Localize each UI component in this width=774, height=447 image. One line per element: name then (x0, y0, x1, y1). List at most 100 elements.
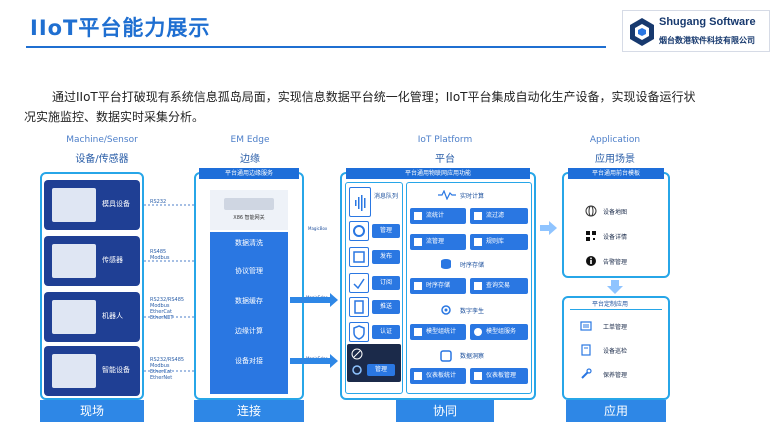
auth-icon[interactable] (349, 322, 369, 342)
stream-manage-icon (414, 238, 422, 246)
device-card-robot[interactable]: 机器人 (44, 292, 140, 342)
app-down-arrow (607, 280, 623, 294)
stream-stats-icon (414, 212, 422, 220)
protocol-label: RS232 (150, 199, 167, 205)
gateway-box: X86 智能网关 (210, 190, 288, 230)
device-label: 机器人 (102, 312, 123, 320)
protocol-label: RS232/RS485 Modbus EtherCat EtherNet (150, 357, 185, 381)
mq-group (345, 182, 403, 394)
dashboard-manage-button[interactable]: 仪表板管理 (470, 368, 528, 384)
gateway-device-image (224, 198, 274, 210)
insight-icon (440, 350, 452, 362)
app-work-order[interactable]: 工单管理 (603, 324, 628, 331)
push-button[interactable]: 推送 (372, 300, 400, 314)
intro-paragraph: 通过IIoT平台打破现有系统信息孤岛局面，实现信息数据平台统一化管理；IIoT平… (24, 90, 696, 124)
app-maintenance[interactable]: 保养管理 (603, 372, 628, 379)
footer-label-connect: 连接 (194, 400, 304, 422)
manage-panel-dark: 管理 (347, 344, 401, 382)
stream-manage-button[interactable]: 流管理 (410, 234, 466, 250)
stream-stats-button[interactable]: 流统计 (410, 208, 466, 224)
message-queue-label: 消息队列 (374, 193, 399, 200)
platform-column-zh: 平台 (435, 154, 455, 165)
map-icon (585, 205, 597, 217)
edge-item-data-cleaning[interactable]: 数据清洗 (235, 239, 263, 247)
machine-column-zh: 设备/传感器 (75, 154, 129, 165)
dashboard-stats-button[interactable]: 仪表板统计 (410, 368, 466, 384)
device-label: 模具设备 (102, 200, 130, 208)
device-label: 智能设备 (102, 366, 130, 374)
robot-image (52, 300, 96, 334)
edge-item-device-docking[interactable]: 设备对接 (235, 357, 263, 365)
publish-button[interactable]: 发布 (372, 250, 400, 264)
model-stats-icon (414, 328, 422, 336)
edge-column-zh: 边缘 (240, 154, 260, 165)
gear-icon[interactable] (349, 221, 369, 241)
database-icon (441, 259, 451, 269)
subscribe-icon[interactable] (349, 273, 369, 293)
twin-icon (441, 305, 451, 315)
manage-button-2[interactable]: 管理 (367, 364, 395, 376)
device-card-smart[interactable]: 智能设备 (44, 346, 140, 396)
device-card-sensor[interactable]: 传感器 (44, 236, 140, 286)
stream-filter-icon (474, 212, 482, 220)
app-column-en: Application (589, 135, 641, 145)
footer-label-field: 现场 (40, 400, 144, 422)
edge-services-bar (210, 232, 288, 394)
edge-item-protocol[interactable]: 协议管理 (235, 267, 263, 275)
title-underline (26, 46, 606, 48)
wrench-icon (581, 368, 592, 379)
publish-icon[interactable] (349, 247, 369, 267)
qr-icon (586, 231, 596, 241)
app-top-header: 平台通用前台模板 (568, 168, 664, 179)
sensor-image (52, 244, 96, 278)
message-queue-icon[interactable] (349, 187, 371, 217)
protocol-label: RS485 Modbus (150, 249, 170, 261)
rule-library-button[interactable]: 规则库 (470, 234, 528, 250)
app-device-inspection[interactable]: 设备巡检 (603, 348, 628, 355)
app-frame-bottom (562, 296, 670, 400)
device-card-mold[interactable]: 模具设备 (44, 180, 140, 230)
timeseries-storage-button[interactable]: 时序存储 (410, 278, 466, 294)
logo-chinese-name: 烟台数港软件科技有限公司 (659, 36, 755, 45)
platform-to-app-arrow (540, 221, 557, 235)
section-insight: 数据洞察 (460, 353, 485, 360)
work-order-icon (580, 321, 592, 331)
section-realtime: 实时计算 (460, 193, 485, 200)
section-digital-twin: 数字孪生 (460, 308, 485, 315)
edge-to-platform-arrows (290, 293, 338, 368)
dashboard-manage-icon (474, 372, 482, 380)
model-stats-button[interactable]: 模型组统计 (410, 324, 466, 340)
manage-sub-icon (352, 365, 362, 375)
manage-button[interactable]: 管理 (372, 224, 400, 238)
app-bottom-header: 平台定制应用 (592, 301, 629, 308)
feature-group (406, 182, 532, 394)
device-connectors (144, 204, 196, 372)
subscribe-button[interactable]: 订阅 (372, 276, 400, 290)
stream-filter-button[interactable]: 流过滤 (470, 208, 528, 224)
edge-item-edge-compute[interactable]: 边缘计算 (235, 327, 263, 335)
compass-icon (351, 348, 363, 360)
auth-button[interactable]: 认证 (372, 325, 400, 339)
model-service-button[interactable]: 模型组服务 (470, 324, 528, 340)
footer-label-apply: 应用 (566, 400, 666, 422)
app-bottom-divider (570, 309, 662, 310)
app-alarm-manage[interactable]: 告警管理 (603, 259, 628, 266)
mold-equipment-image (52, 188, 96, 222)
footer-label-collab: 协同 (396, 400, 494, 422)
push-icon[interactable] (349, 297, 369, 317)
logo-english-name: Shugang Software (659, 16, 756, 28)
smart-device-image (52, 354, 96, 388)
app-device-detail[interactable]: 设备详情 (603, 234, 628, 241)
edge-column-en: EM Edge (230, 135, 270, 145)
inspection-icon (581, 344, 591, 356)
app-device-map[interactable]: 设备地图 (603, 209, 628, 216)
timeseries-storage-icon (414, 282, 422, 290)
platform-panel-header: 平台通用物联网应用功能 (346, 168, 530, 179)
app-column-zh: 应用场景 (595, 154, 635, 165)
gateway-caption: X86 智能网关 (233, 215, 265, 221)
dashboard-stats-icon (414, 372, 422, 380)
rule-library-icon (474, 238, 482, 246)
query-transaction-button[interactable]: 查询交易 (470, 278, 528, 294)
edge-item-cache[interactable]: 数据缓存 (235, 297, 263, 305)
model-service-icon (474, 328, 482, 336)
